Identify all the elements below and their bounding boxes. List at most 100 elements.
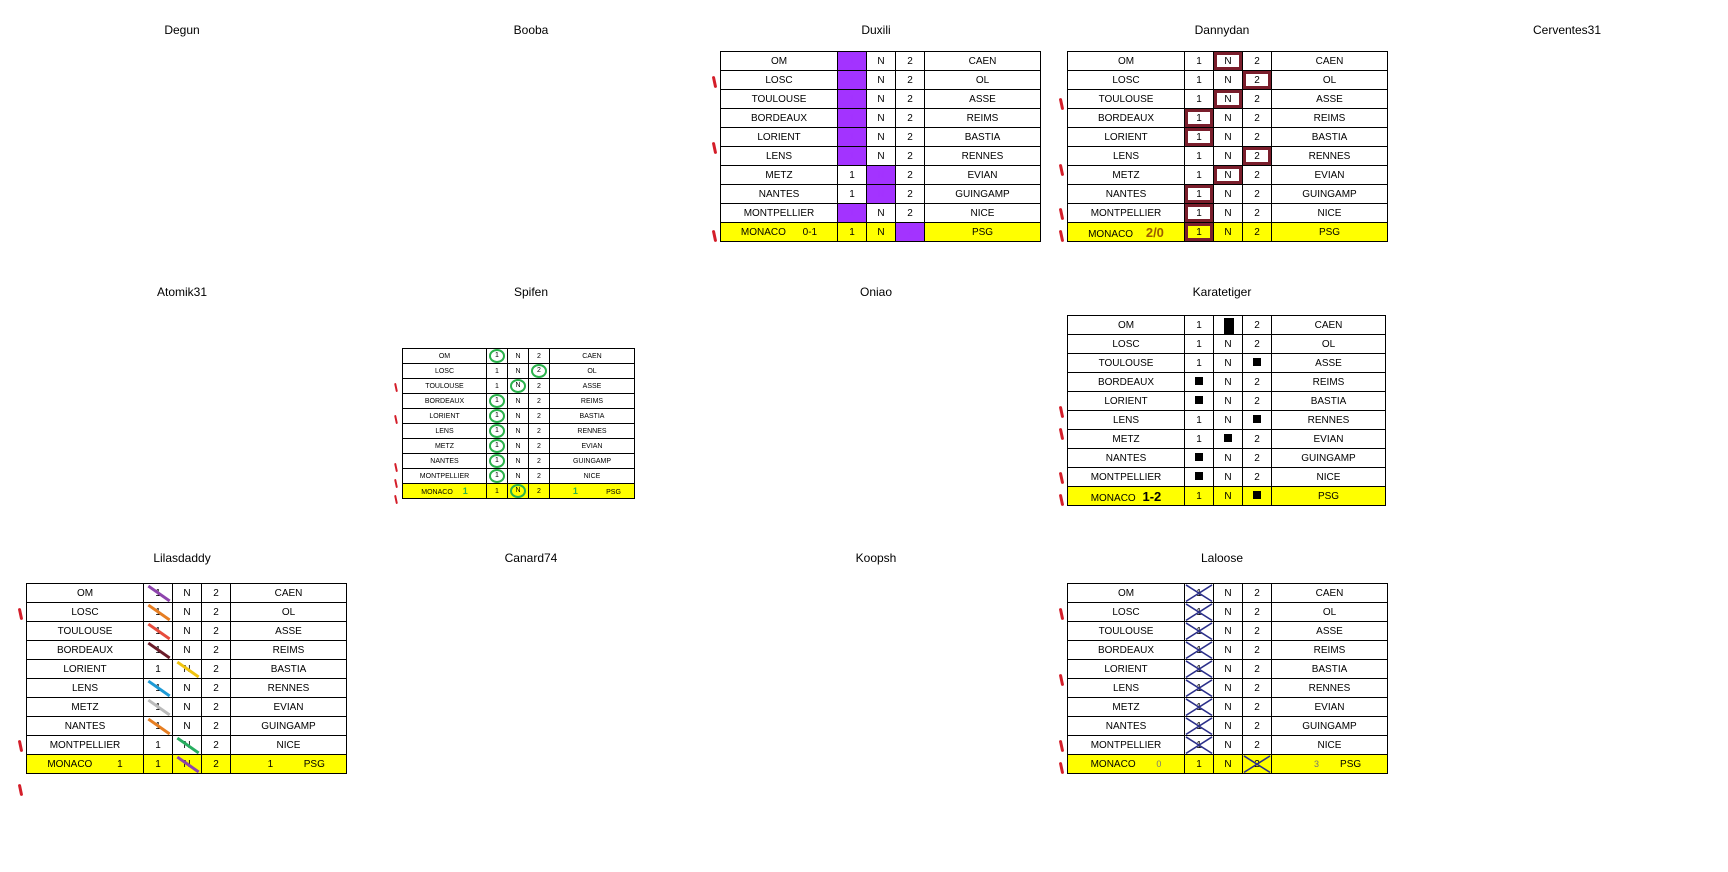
- margin-tick: [394, 478, 398, 489]
- choice-2: 2: [201, 697, 231, 717]
- choice-2: 2: [201, 583, 231, 603]
- choice-draw: N: [1213, 583, 1243, 603]
- choice-2: 2: [1242, 165, 1272, 185]
- margin-tick: [1058, 673, 1065, 687]
- choice-draw: N: [1213, 621, 1243, 641]
- choice-2: 2: [1242, 146, 1272, 166]
- margin-tick: [394, 494, 398, 505]
- away-team: CAEN: [230, 583, 347, 603]
- choice-1: 1: [1184, 334, 1214, 354]
- away-team: RENNES: [230, 678, 347, 698]
- pick-slash: [147, 641, 171, 659]
- choice-1: 1: [1184, 678, 1214, 698]
- choice-2: 2: [1242, 70, 1272, 90]
- margin-tick: [1058, 405, 1065, 419]
- pick-mark: [1195, 452, 1203, 461]
- home-team: BORDEAUX: [1067, 640, 1185, 660]
- margin-tick: [1058, 163, 1065, 177]
- choice-draw: N: [507, 378, 529, 394]
- away-team: BASTIA: [1271, 127, 1388, 147]
- pick-mark: [1224, 318, 1234, 334]
- choice-draw: N: [1213, 640, 1243, 660]
- choice-draw: N: [866, 127, 896, 147]
- home-team: LORIENT: [1067, 391, 1185, 411]
- choice-draw: N: [1213, 146, 1243, 166]
- away-team: BASTIA: [1271, 391, 1386, 411]
- choice-draw: N: [866, 203, 896, 223]
- score-annotation: 1: [572, 486, 578, 496]
- away-team: PSG 3: [1271, 754, 1388, 774]
- choice-draw: N: [172, 659, 202, 679]
- away-team: ASSE: [230, 621, 347, 641]
- choice-1: 1: [143, 602, 173, 622]
- choice-draw: N: [1213, 353, 1243, 373]
- player-name-canard74: Canard74: [504, 551, 558, 565]
- choice-1: 1: [143, 640, 173, 660]
- pick-slash: [147, 584, 171, 602]
- choice-1: [1184, 391, 1214, 411]
- choice-1: 1: [1184, 353, 1214, 373]
- away-team: GUINGAMP: [1271, 448, 1386, 468]
- choice-2: 2: [1242, 467, 1272, 487]
- choice-draw: N: [1213, 127, 1243, 147]
- away-team: BASTIA: [924, 127, 1041, 147]
- home-team: TOULOUSE: [720, 89, 838, 109]
- choice-1: 1: [1184, 429, 1214, 449]
- choice-1: 1: [837, 146, 867, 166]
- choice-2: 2: [1242, 222, 1272, 242]
- choice-2: 2: [201, 659, 231, 679]
- choice-2: 2: [528, 348, 550, 364]
- choice-draw: N: [1213, 486, 1243, 506]
- home-team: LOSC: [720, 70, 838, 90]
- away-team: NICE: [1271, 467, 1386, 487]
- home-team: MONACO 1: [402, 483, 487, 499]
- away-team: RENNES: [1271, 678, 1388, 698]
- player-name-degun: Degun: [164, 23, 200, 37]
- home-team: NANTES: [1067, 448, 1185, 468]
- pick-circle: N: [510, 379, 526, 393]
- pick-slash: [176, 755, 200, 773]
- score-annotation: 1-2: [1142, 488, 1162, 504]
- home-team: METZ: [402, 438, 487, 454]
- pick-mark: [1253, 414, 1261, 423]
- player-name-spifen: Spifen: [513, 285, 549, 299]
- choice-1: 1: [1184, 108, 1214, 128]
- home-team: METZ: [1067, 429, 1185, 449]
- choice-1: 1: [486, 453, 508, 469]
- pick-cross: [1185, 717, 1213, 735]
- margin-tick: [17, 783, 24, 797]
- choice-1: 1: [143, 659, 173, 679]
- choice-1: 1: [1184, 127, 1214, 147]
- away-team: GUINGAMP: [924, 184, 1041, 204]
- away-team: PSG: [1271, 222, 1388, 242]
- home-team: BORDEAUX: [1067, 372, 1185, 392]
- home-team: NANTES: [26, 716, 144, 736]
- choice-2: 2: [895, 127, 925, 147]
- away-team: NICE: [1271, 735, 1388, 755]
- margin-tick: [1058, 471, 1065, 485]
- player-name-lilasdaddy: Lilasdaddy: [153, 551, 211, 565]
- margin-tick: [1058, 207, 1065, 221]
- margin-tick: [17, 739, 24, 753]
- player-name-koopsh: Koopsh: [855, 551, 897, 565]
- home-team: LENS: [26, 678, 144, 698]
